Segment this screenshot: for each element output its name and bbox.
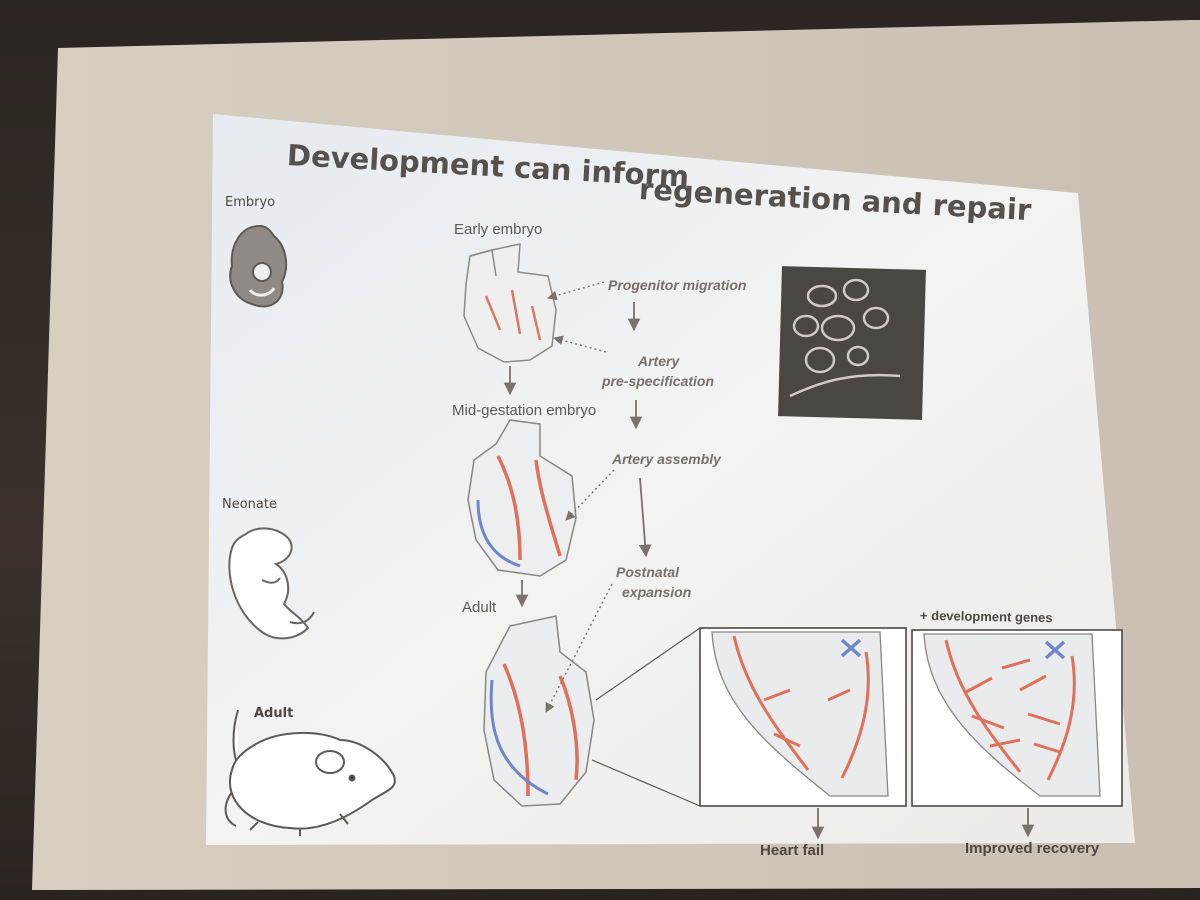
embryo-illustration xyxy=(229,224,288,308)
flow-arrows xyxy=(503,302,1035,840)
step-progenitor-migration: Progenitor migration xyxy=(608,277,747,293)
step-artery-line-2: pre-specification xyxy=(602,373,715,389)
adult-heart xyxy=(483,615,595,807)
label-adult-mouse: Adult xyxy=(254,706,294,721)
step-postnatal-line-1: Postnatal xyxy=(616,564,680,580)
step-postnatal-line-2: expansion xyxy=(622,584,692,600)
step-artery-line-1: Artery xyxy=(638,353,680,369)
micrograph-image xyxy=(778,266,926,420)
label-embryo: Embryo xyxy=(225,195,276,210)
label-early-embryo: Early embryo xyxy=(454,221,543,238)
label-development-genes: + development genes xyxy=(919,607,1053,626)
neonate-illustration xyxy=(228,527,315,640)
panel-right xyxy=(911,629,1123,807)
outcome-right: Improved recovery xyxy=(965,840,1100,857)
panel-left xyxy=(699,627,907,807)
outcome-left: Heart fail xyxy=(760,842,825,859)
zoom-lines xyxy=(591,627,701,807)
mid-gestation-heart xyxy=(467,419,577,577)
label-adult-stage: Adult xyxy=(462,599,497,616)
label-mid-gestation: Mid-gestation embryo xyxy=(452,402,597,419)
adult-mouse-illustration xyxy=(224,709,396,836)
label-neonate: Neonate xyxy=(222,497,277,512)
dotted-leaders xyxy=(545,281,615,713)
early-embryo-heart xyxy=(463,243,557,363)
step-artery-assembly: Artery assembly xyxy=(612,451,721,467)
